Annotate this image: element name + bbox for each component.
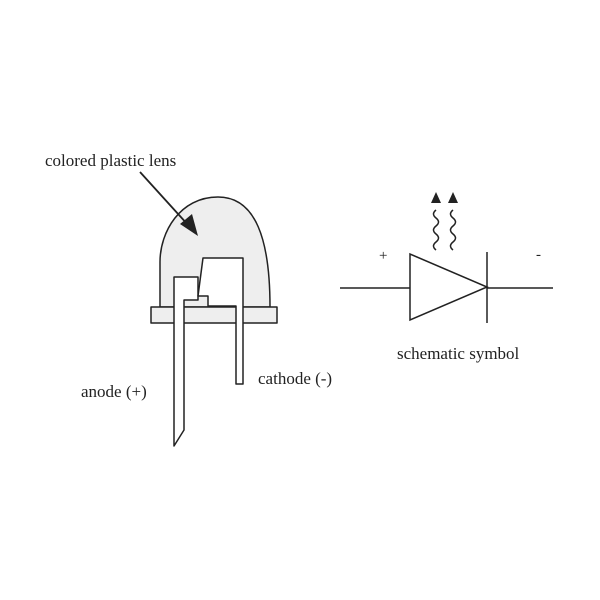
lens-label: colored plastic lens xyxy=(45,151,176,170)
schematic-symbol xyxy=(340,192,553,323)
light-wave-left xyxy=(432,209,440,251)
cathode-label: cathode (-) xyxy=(258,369,332,388)
schematic-caption: schematic symbol xyxy=(397,344,520,363)
lens-pointer-line xyxy=(139,171,190,227)
schematic-plus-sign: + xyxy=(379,248,387,264)
schematic-minus-sign: - xyxy=(536,247,541,263)
cathode-lead xyxy=(197,257,244,385)
diode-triangle xyxy=(409,252,489,322)
light-arrowhead-right xyxy=(448,192,458,203)
light-arrowhead-left xyxy=(431,192,441,203)
lens-pointer-head xyxy=(180,214,198,236)
lens-flange xyxy=(150,306,278,324)
led-body xyxy=(139,171,278,447)
anode-label: anode (+) xyxy=(81,382,147,401)
light-wave-right xyxy=(449,209,457,251)
anode-lead xyxy=(173,276,199,447)
